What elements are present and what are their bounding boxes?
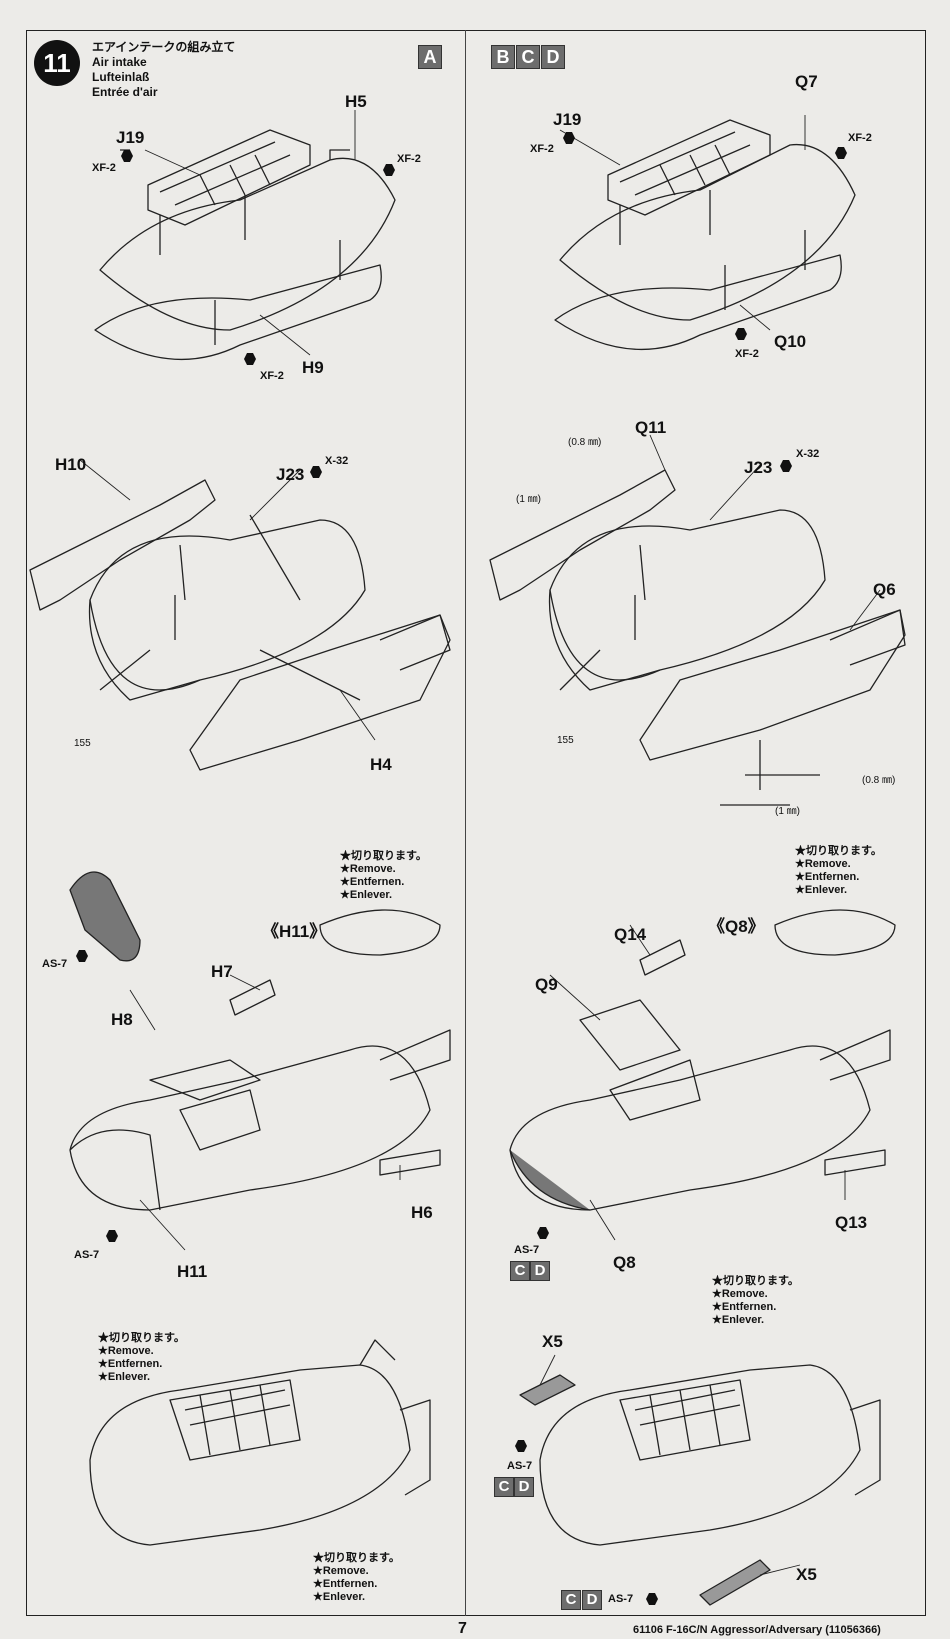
part-label-j19-left: J19 bbox=[116, 128, 145, 147]
diagram-right-1 bbox=[554, 119, 856, 350]
part-label-j23-left: J23 bbox=[276, 465, 305, 484]
remove-note-left-bottom-b: ★切り取ります。 ★Remove. ★Entfernen. ★Enlever. bbox=[313, 1552, 400, 1603]
part-label-q8: Q8 bbox=[613, 1253, 636, 1272]
diagram-left-4 bbox=[89, 1339, 431, 1546]
footer-product: 61106 F-16C/N Aggressor/Adversary (11056… bbox=[633, 1624, 881, 1636]
variant-d-box-small-2: D bbox=[514, 1477, 534, 1497]
part-label-h6: H6 bbox=[411, 1203, 433, 1222]
paint-as7-right-b: AS-7 bbox=[507, 1460, 533, 1472]
paint-hex-icon bbox=[244, 353, 256, 365]
paint-xf2-left-c: XF-2 bbox=[260, 370, 284, 382]
variant-b-box: B bbox=[491, 45, 515, 69]
paint-xf2-right-c: XF-2 bbox=[735, 348, 759, 360]
paint-hex-icon bbox=[835, 147, 847, 159]
step-title: エアインテークの組み立て Air intake Lufteinlaß Entré… bbox=[92, 40, 235, 100]
variant-a-box: A bbox=[418, 45, 442, 69]
part-label-q10: Q10 bbox=[774, 332, 807, 351]
paint-hex-icon bbox=[76, 950, 88, 962]
paint-x32-left: X-32 bbox=[325, 455, 349, 467]
page-frame bbox=[26, 30, 926, 1616]
paint-hex-icon bbox=[106, 1230, 118, 1242]
variant-c-box-small: C bbox=[510, 1261, 530, 1281]
diagram-right-4 bbox=[519, 1364, 881, 1606]
paint-xf2-right-b: XF-2 bbox=[848, 132, 872, 144]
part-label-h11: H11 bbox=[177, 1262, 208, 1281]
part-ref-h11: 《H11》 bbox=[262, 922, 327, 941]
paint-xf2-left-b: XF-2 bbox=[397, 153, 421, 165]
drill-1-top: (1 ㎜) bbox=[516, 494, 541, 505]
variant-c-box-small-2: C bbox=[494, 1477, 514, 1497]
step-title-en: Air intake bbox=[92, 55, 147, 69]
step-number: 11 bbox=[34, 40, 80, 86]
part-label-j23-right: J23 bbox=[744, 458, 773, 477]
part-label-q14: Q14 bbox=[614, 925, 647, 944]
remove-note-left-bottom-a: ★切り取ります。 ★Remove. ★Entfernen. ★Enlever. bbox=[98, 1332, 185, 1383]
part-ref-155-right: 155 bbox=[557, 735, 574, 746]
part-label-h4: H4 bbox=[370, 755, 392, 774]
paint-hex-icon bbox=[383, 164, 395, 176]
part-label-x5-bottom: X5 bbox=[796, 1565, 817, 1584]
paint-hex-icon bbox=[515, 1440, 527, 1452]
paint-xf2-right-a: XF-2 bbox=[530, 143, 554, 155]
part-label-h5: H5 bbox=[345, 92, 367, 111]
intake-lip-part bbox=[69, 871, 141, 962]
paint-hex-icon bbox=[646, 1593, 658, 1605]
part-label-q11: Q11 bbox=[635, 418, 667, 437]
part-label-h9: H9 bbox=[302, 358, 324, 377]
part-label-q6: Q6 bbox=[873, 580, 896, 599]
paint-xf2-left-a: XF-2 bbox=[92, 162, 116, 174]
step-title-jp: エアインテークの組み立て bbox=[92, 40, 236, 54]
paint-as7-right-c: AS-7 bbox=[608, 1593, 634, 1605]
part-ref-q8: 《Q8》 bbox=[708, 917, 765, 936]
paint-hex-icon bbox=[121, 150, 133, 162]
paint-as7-right-a: AS-7 bbox=[514, 1244, 540, 1256]
part-label-h8: H8 bbox=[111, 1010, 133, 1029]
part-label-h7: H7 bbox=[211, 962, 233, 981]
part-label-h10: H10 bbox=[55, 455, 87, 474]
paint-hex-icon bbox=[780, 460, 792, 472]
paint-x32-right: X-32 bbox=[796, 448, 820, 460]
remove-note-left: ★切り取ります。 ★Remove. ★Entfernen. ★Enlever. bbox=[340, 850, 427, 901]
part-label-q7: Q7 bbox=[795, 72, 818, 91]
diagram-right-3 bbox=[509, 939, 891, 1211]
variant-d-box-small-3: D bbox=[582, 1590, 602, 1610]
variant-c-box: C bbox=[516, 45, 540, 69]
variant-d-box-small: D bbox=[530, 1261, 550, 1281]
paint-hex-icon bbox=[537, 1227, 549, 1239]
part-label-j19-right: J19 bbox=[553, 110, 582, 129]
part-label-q9: Q9 bbox=[535, 975, 558, 994]
remove-note-right-bottom: ★切り取ります。 ★Remove. ★Entfernen. ★Enlever. bbox=[712, 1275, 799, 1326]
part-label-x5-top: X5 bbox=[542, 1332, 563, 1351]
drill-08-top: (0.8 ㎜) bbox=[568, 437, 602, 448]
drill-08-bottom: (0.8 ㎜) bbox=[862, 775, 896, 786]
paint-hex-icon bbox=[310, 466, 322, 478]
part-label-q13: Q13 bbox=[835, 1213, 868, 1232]
page-number: 7 bbox=[458, 1620, 467, 1637]
paint-as7-left-b: AS-7 bbox=[74, 1249, 100, 1261]
step-title-fr: Entrée d'air bbox=[92, 85, 158, 99]
variant-c-box-small-3: C bbox=[561, 1590, 581, 1610]
column-divider bbox=[465, 30, 466, 1616]
paint-as7-left-a: AS-7 bbox=[42, 958, 68, 970]
paint-hex-icon bbox=[563, 132, 575, 144]
drill-1-bottom: (1 ㎜) bbox=[775, 806, 800, 817]
diagram-left-3 bbox=[69, 979, 451, 1211]
diagram-right-2 bbox=[489, 469, 906, 806]
variant-d-box: D bbox=[541, 45, 565, 69]
step-title-de: Lufteinlaß bbox=[92, 70, 150, 84]
remove-note-right: ★切り取ります。 ★Remove. ★Entfernen. ★Enlever. bbox=[795, 845, 882, 896]
paint-hex-icon bbox=[735, 328, 747, 340]
part-ref-155-left: 155 bbox=[74, 738, 91, 749]
diagram-left-2 bbox=[29, 479, 451, 771]
diagram-left-1 bbox=[94, 129, 396, 360]
